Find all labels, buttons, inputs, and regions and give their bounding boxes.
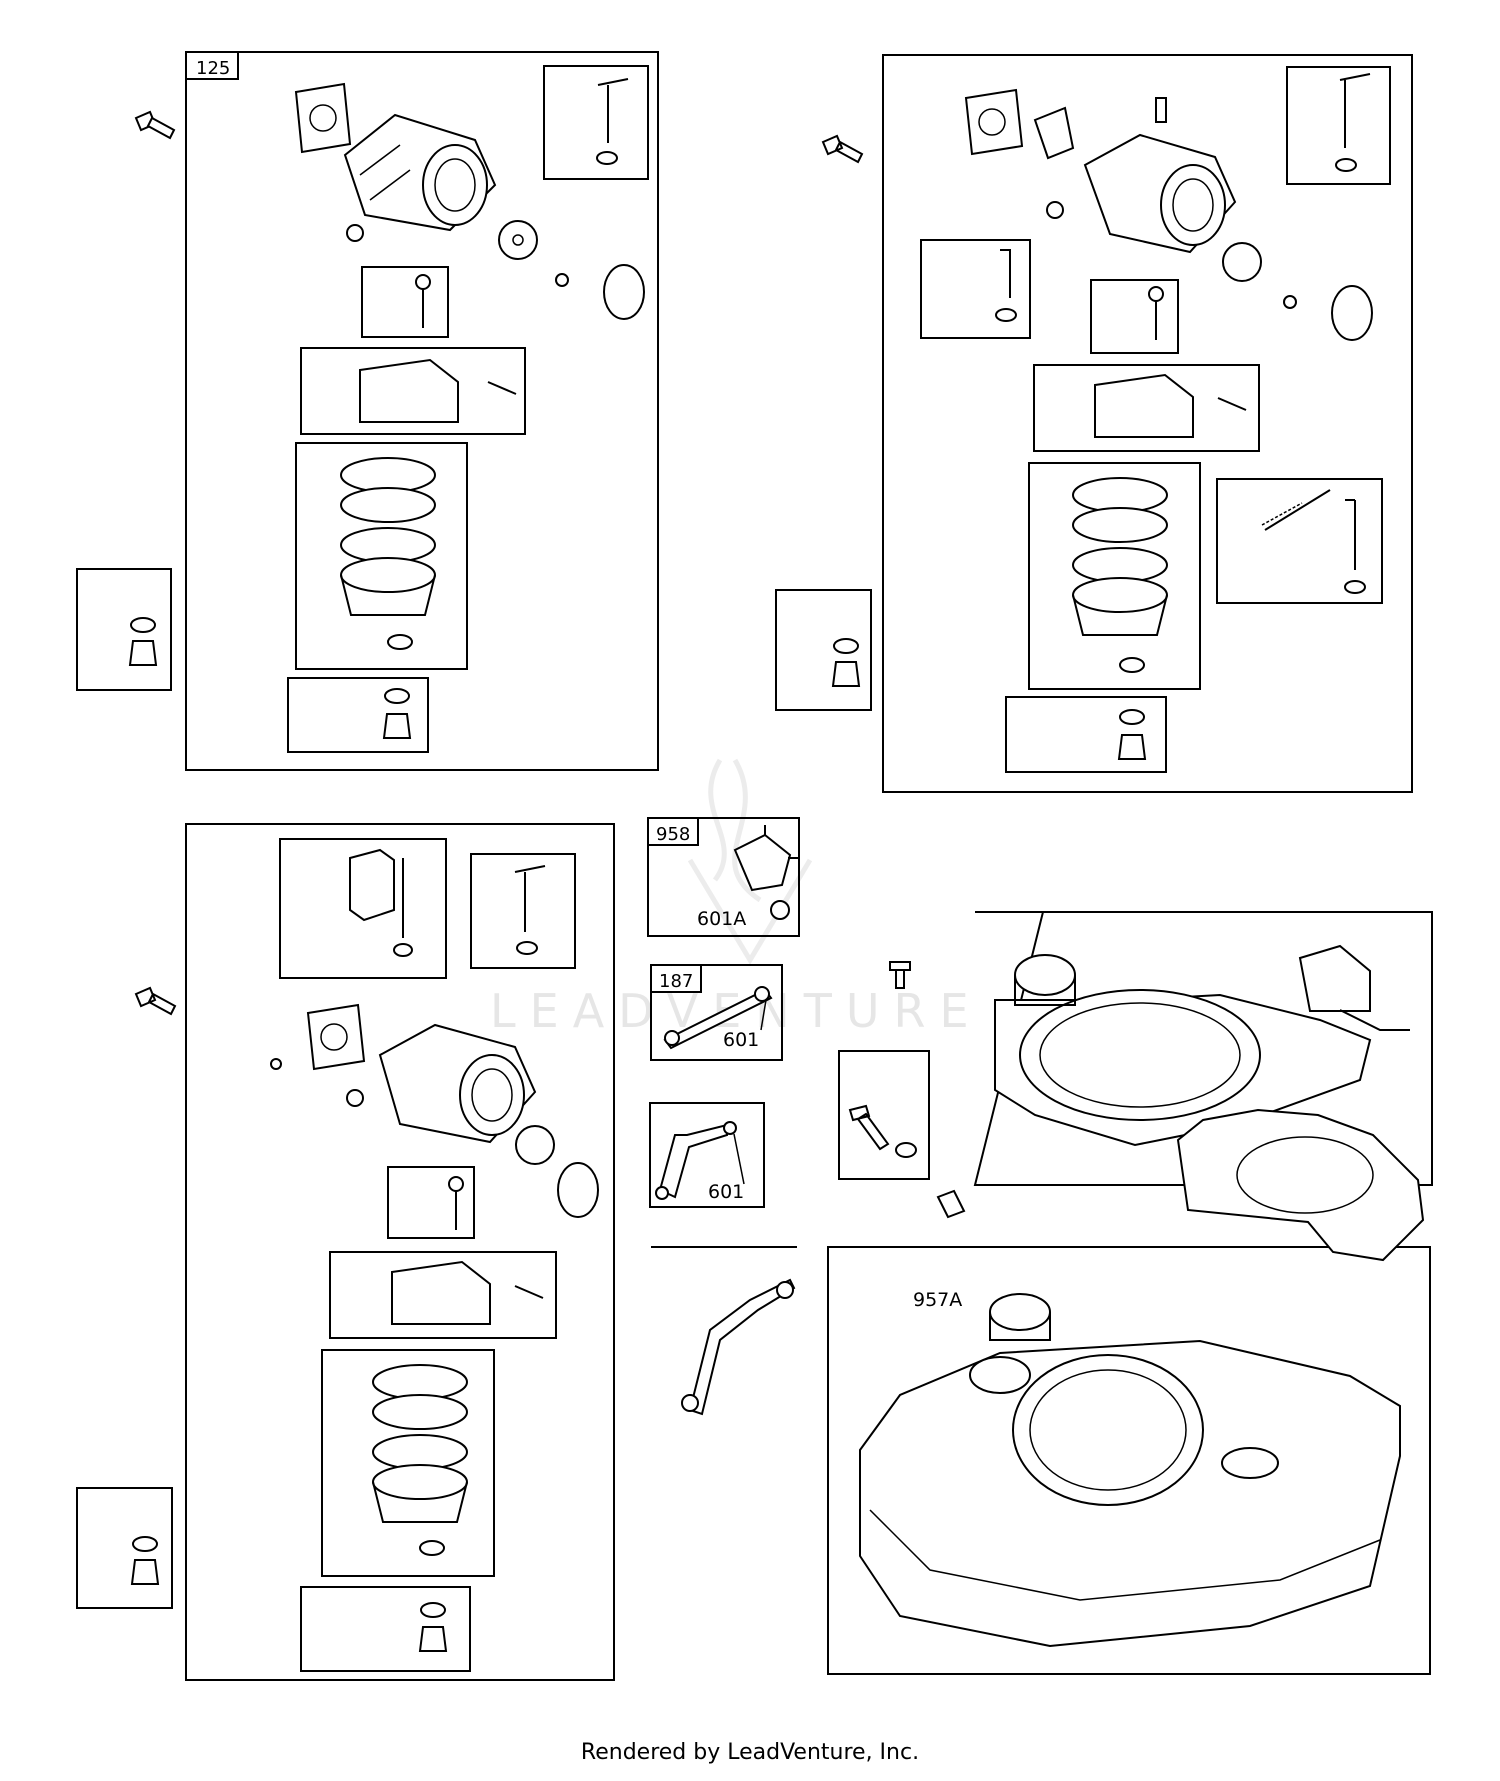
callout-601-a: 601 [723, 1029, 759, 1051]
footer-credit: Rendered by LeadVenture, Inc. [580, 1740, 920, 1765]
governor-spring-part [1264, 489, 1331, 531]
bolt-part-2 [821, 134, 864, 164]
gasket-part [294, 82, 352, 154]
carburetor-kit-panel-lower [134, 823, 615, 1681]
panel-frame-187 [650, 964, 783, 1061]
fuel-valve-panel-958: 958 601A [647, 817, 800, 937]
carburetor-kit-panel-right [821, 54, 1413, 793]
plate-part-2 [1033, 106, 1075, 160]
carburetor-kit-panel-125: 125 [134, 51, 659, 771]
bolt-kit-panel [838, 1050, 930, 1180]
fuel-valve-part [733, 833, 792, 892]
fuel-line-panel-187: 187 601 [650, 964, 783, 1061]
o-ring-small [346, 224, 364, 242]
float-part [359, 358, 459, 423]
panel-frame-958 [647, 817, 800, 937]
tag-box-125 [185, 51, 239, 80]
carburetor-body-part-2 [1083, 133, 1237, 254]
carburetor-body-part-3 [378, 1023, 537, 1144]
fuel-tank-panel-lower: 957A [827, 1108, 1431, 1675]
callout-601-b: 601 [708, 1181, 744, 1203]
bowl-nut-kit-left-3 [76, 1487, 173, 1609]
bolt-part [134, 110, 176, 140]
panel-frame-tank-lower [827, 1246, 1431, 1675]
callout-601A: 601A [697, 908, 746, 930]
callout-957A: 957A [913, 1289, 962, 1311]
diaphragm-part [498, 220, 538, 260]
panel-frame [185, 51, 659, 771]
bowl-nut-part [384, 688, 410, 704]
clamp-part [770, 900, 790, 920]
o-ring-large [603, 264, 645, 320]
rivet-part [889, 961, 911, 989]
tag-label-187: 187 [659, 971, 693, 992]
fuel-line-panel-b: 601 [649, 1102, 765, 1208]
watermark: LEADVENTURE [490, 758, 969, 1038]
panel-frame-tank [973, 911, 1433, 1186]
panel-frame-2 [882, 54, 1413, 793]
carburetor-body-part [343, 113, 497, 232]
plate-part-3 [349, 848, 395, 922]
sub-box-float [300, 347, 526, 435]
fuel-line-loose [651, 1246, 797, 1416]
tag-label-958: 958 [656, 824, 690, 845]
tank-neck [1014, 954, 1076, 996]
tank-cap-part [989, 1293, 1051, 1331]
sub-box-float-needle [361, 266, 449, 338]
fuel-cap-part [1298, 944, 1371, 1012]
fuel-tank-panel-upper [889, 911, 1433, 1186]
panel-frame-3 [185, 823, 615, 1681]
choke-shaft-part [597, 78, 629, 143]
sub-box-bowl-nut [287, 677, 429, 753]
sub-box-gaskets [295, 442, 468, 670]
spacer-part [936, 1189, 966, 1219]
blower-housing-part [1176, 1108, 1425, 1262]
gasket-part-2 [964, 88, 1024, 156]
bowl-nut-kit-left-2 [775, 589, 872, 711]
sub-box-needle [543, 65, 649, 180]
screw-part [555, 273, 569, 287]
bowl-gasket-1 [340, 457, 436, 493]
bowl-nut-kit-left-1 [76, 568, 172, 691]
float-pin-part [487, 381, 517, 395]
tag-label-125: 125 [196, 58, 230, 79]
spring-part-2 [1155, 97, 1167, 123]
